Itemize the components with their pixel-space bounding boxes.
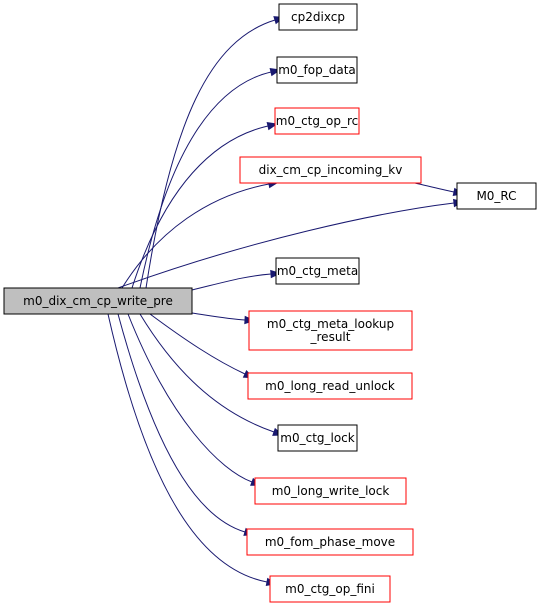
edge-line — [117, 313, 246, 533]
node-label: m0_ctg_op_fini — [285, 582, 375, 596]
node-label: m0_long_read_unlock — [265, 379, 395, 393]
edge-line — [117, 202, 455, 289]
node-label: m0_long_write_lock — [272, 484, 390, 498]
node-label: m0_fom_phase_move — [265, 535, 395, 549]
node-box — [248, 310, 413, 351]
node-m0_long_write_lock[interactable]: m0_long_write_lock — [254, 477, 407, 505]
node-label: m0_dix_cm_cp_write_pre — [23, 294, 173, 308]
node-label: _result — [310, 330, 351, 344]
edge-line — [139, 313, 275, 433]
node-m0_fom_phase_move[interactable]: m0_fom_phase_move — [246, 528, 414, 556]
edge-root-to-m0_ctg_meta — [191, 269, 282, 291]
node-box — [278, 3, 358, 31]
node-box — [239, 156, 422, 184]
node-box — [456, 182, 537, 210]
node-box — [274, 107, 360, 135]
edge-dix_cm_cp_incoming_kv-to-M0_RC — [414, 182, 465, 197]
node-label: m0_fop_data — [278, 63, 356, 77]
node-label: dix_cm_cp_incoming_kv — [259, 163, 403, 177]
node-m0_ctg_op_rc[interactable]: m0_ctg_op_rc — [274, 107, 360, 135]
edge-root-to-m0_ctg_op_rc — [131, 121, 279, 289]
edge-root-to-m0_long_write_lock — [127, 313, 262, 486]
edge-root-to-m0_ctg_meta_lookup_result — [191, 312, 256, 325]
node-label: M0_RC — [476, 189, 516, 203]
node-box — [246, 528, 414, 556]
node-M0_RC[interactable]: M0_RC — [456, 182, 537, 210]
edge-line — [191, 312, 246, 321]
node-label: m0_ctg_op_rc — [276, 114, 358, 128]
edge-root-to-dix_cm_cp_incoming_kv — [121, 179, 280, 289]
node-box — [254, 477, 407, 505]
node-label: m0_ctg_meta — [277, 264, 358, 278]
node-box — [277, 424, 358, 452]
node-m0_ctg_meta_lookup_result[interactable]: m0_ctg_meta_lookup_result — [248, 310, 413, 351]
arrowhead — [266, 121, 279, 131]
node-dix_cm_cp_incoming_kv[interactable]: dix_cm_cp_incoming_kv — [239, 156, 422, 184]
node-label: m0_ctg_meta_lookup — [267, 317, 394, 331]
edge-root-to-m0_fom_phase_move — [117, 313, 255, 536]
node-m0_fop_data[interactable]: m0_fop_data — [276, 56, 358, 84]
node-box — [275, 257, 360, 285]
node-box — [269, 575, 391, 603]
edge-line — [145, 19, 276, 289]
edge-line — [131, 125, 269, 289]
edge-line — [191, 273, 272, 291]
node-m0_ctg_meta[interactable]: m0_ctg_meta — [275, 257, 360, 285]
edge-root-to-m0_long_read_unlock — [149, 313, 255, 379]
edge-line — [149, 313, 246, 375]
node-box — [247, 372, 413, 400]
node-label: m0_ctg_lock — [280, 431, 355, 445]
node-root: m0_dix_cm_cp_write_pre — [3, 287, 193, 315]
edge-line — [107, 313, 268, 583]
node-m0_long_read_unlock[interactable]: m0_long_read_unlock — [247, 372, 413, 400]
node-box — [3, 287, 193, 315]
node-cp2dixcp[interactable]: cp2dixcp — [278, 3, 358, 31]
node-m0_ctg_op_fini[interactable]: m0_ctg_op_fini — [269, 575, 391, 603]
edge-line — [121, 183, 270, 289]
node-m0_ctg_lock[interactable]: m0_ctg_lock — [277, 424, 358, 452]
nodes-layer: m0_dix_cm_cp_write_pre cp2dixcp m0_fop_dat… — [3, 3, 537, 603]
edge-line — [127, 313, 253, 483]
edge-line — [139, 71, 272, 289]
node-box — [276, 56, 358, 84]
edge-line — [414, 182, 455, 193]
node-label: cp2dixcp — [291, 10, 345, 24]
